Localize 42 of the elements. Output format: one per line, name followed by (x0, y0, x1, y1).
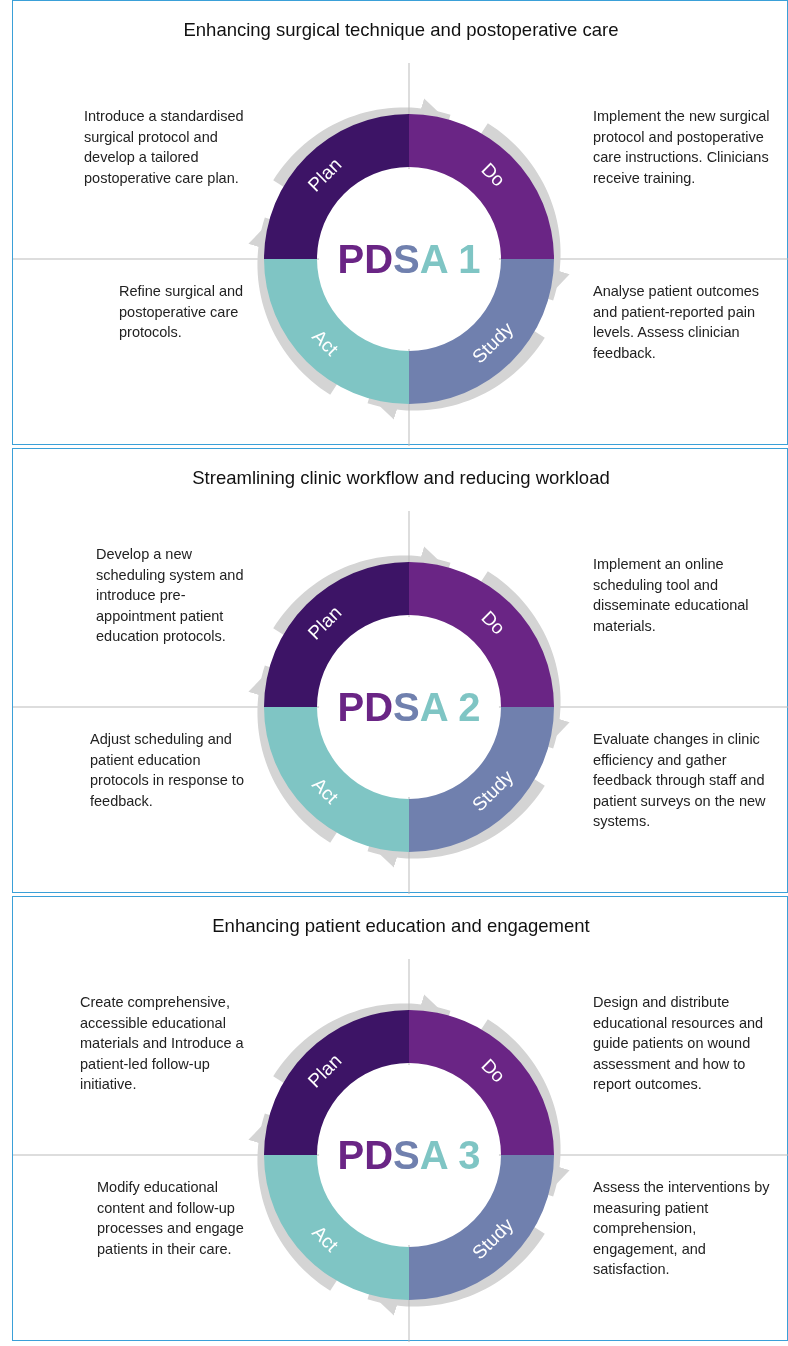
cycle-arrow (248, 217, 338, 395)
segment-label: Plan (304, 602, 347, 645)
segment-label: Plan (304, 154, 347, 197)
description-text: Develop a new scheduling system and introduce pre-appointment patient education protocols. (96, 544, 245, 646)
cycle-arrow (273, 546, 451, 636)
description-text: Adjust scheduling and patient education protocols in response to feedback. (90, 730, 245, 811)
description-text: Implement the new surgical protocol and postoperative care instructions. Clinicians receive training. (593, 106, 771, 188)
segment-label: Plan (304, 1050, 347, 1093)
cycle-arrow (273, 98, 451, 188)
cycle-title: PDSA 1 (337, 236, 481, 282)
description-text: Create comprehensive, accessible educational materials and Introduce a patient-led follow-up initiative. (80, 992, 245, 1094)
description-text: Assess the interventions by measuring patient comprehension, engagement, and satisfaction. (593, 1178, 771, 1280)
description-text: Design and distribute educational resources and guide patients on wound assessment and how to report outcomes. (593, 992, 765, 1094)
segment-label: Do (476, 606, 510, 640)
cycle-arrow (367, 778, 545, 868)
cycle-arrow (480, 571, 570, 749)
cycle-arrow (248, 665, 338, 843)
section-panel (12, 0, 788, 445)
description-text: Evaluate changes in clinic efficiency and gather feedback through staff and patient surveys on the new systems. (593, 730, 767, 832)
cycle-arrow (273, 994, 451, 1084)
description-text: Modify educational content and follow-up processes and engage patients in their care. (97, 1178, 245, 1259)
cycle-title: PDSA 3 (337, 1132, 481, 1178)
cycle-title: PDSA 2 (337, 684, 481, 730)
cycle-arrow (248, 1113, 338, 1291)
segment-label: Act (307, 1221, 343, 1257)
section-panel (12, 896, 788, 1341)
segment-label: Act (307, 325, 343, 361)
cycle-arrow (480, 1019, 570, 1197)
description-text: Introduce a standardised surgical protocol and develop a tailored postoperative care plan. (84, 106, 245, 188)
cycle-arrow (480, 123, 570, 301)
description-text: Implement an online scheduling tool and disseminate educational materials. (593, 554, 750, 636)
section-panel (12, 448, 788, 893)
cycle-arrow (367, 1226, 545, 1316)
description-text: Analyse patient outcomes and patient-reported pain levels. Assess clinician feedback. (593, 282, 761, 363)
segment-label: Do (476, 158, 510, 192)
description-text: Refine surgical and postoperative care protocols. (119, 282, 245, 343)
segment-label: Act (307, 773, 343, 809)
section-title: Enhancing patient education and engagement (211, 915, 591, 937)
section-title: Streamlining clinic workflow and reducing workload (191, 467, 611, 489)
segment-label: Do (476, 1054, 510, 1088)
cycle-arrow (367, 330, 545, 420)
section-title: Enhancing surgical technique and postoperative care (182, 19, 620, 41)
